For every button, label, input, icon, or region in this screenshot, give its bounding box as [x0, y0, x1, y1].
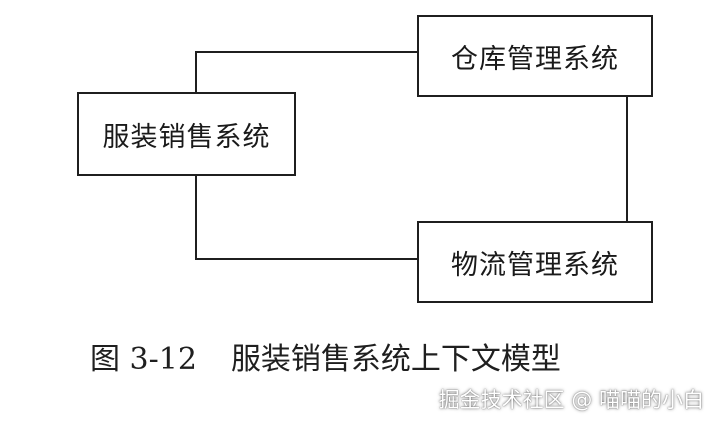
figure-caption: 图 3-12 服装销售系统上下文模型	[90, 334, 561, 378]
node-warehouse-system: 仓库管理系统	[417, 15, 653, 97]
figure-title: 服装销售系统上下文模型	[230, 342, 561, 377]
connector-sales-logistics	[195, 176, 417, 260]
node-sales-system-label: 服装销售系统	[102, 121, 271, 153]
node-sales-system: 服装销售系统	[77, 92, 296, 176]
watermark: 掘金技术社区 @ 喵喵的小白	[438, 388, 704, 412]
figure-number: 图 3-12	[90, 342, 197, 377]
connector-sales-warehouse	[195, 51, 417, 92]
node-logistics-system-label: 物流管理系统	[451, 249, 619, 281]
node-logistics-system: 物流管理系统	[417, 221, 653, 303]
node-warehouse-system-label: 仓库管理系统	[451, 43, 619, 75]
